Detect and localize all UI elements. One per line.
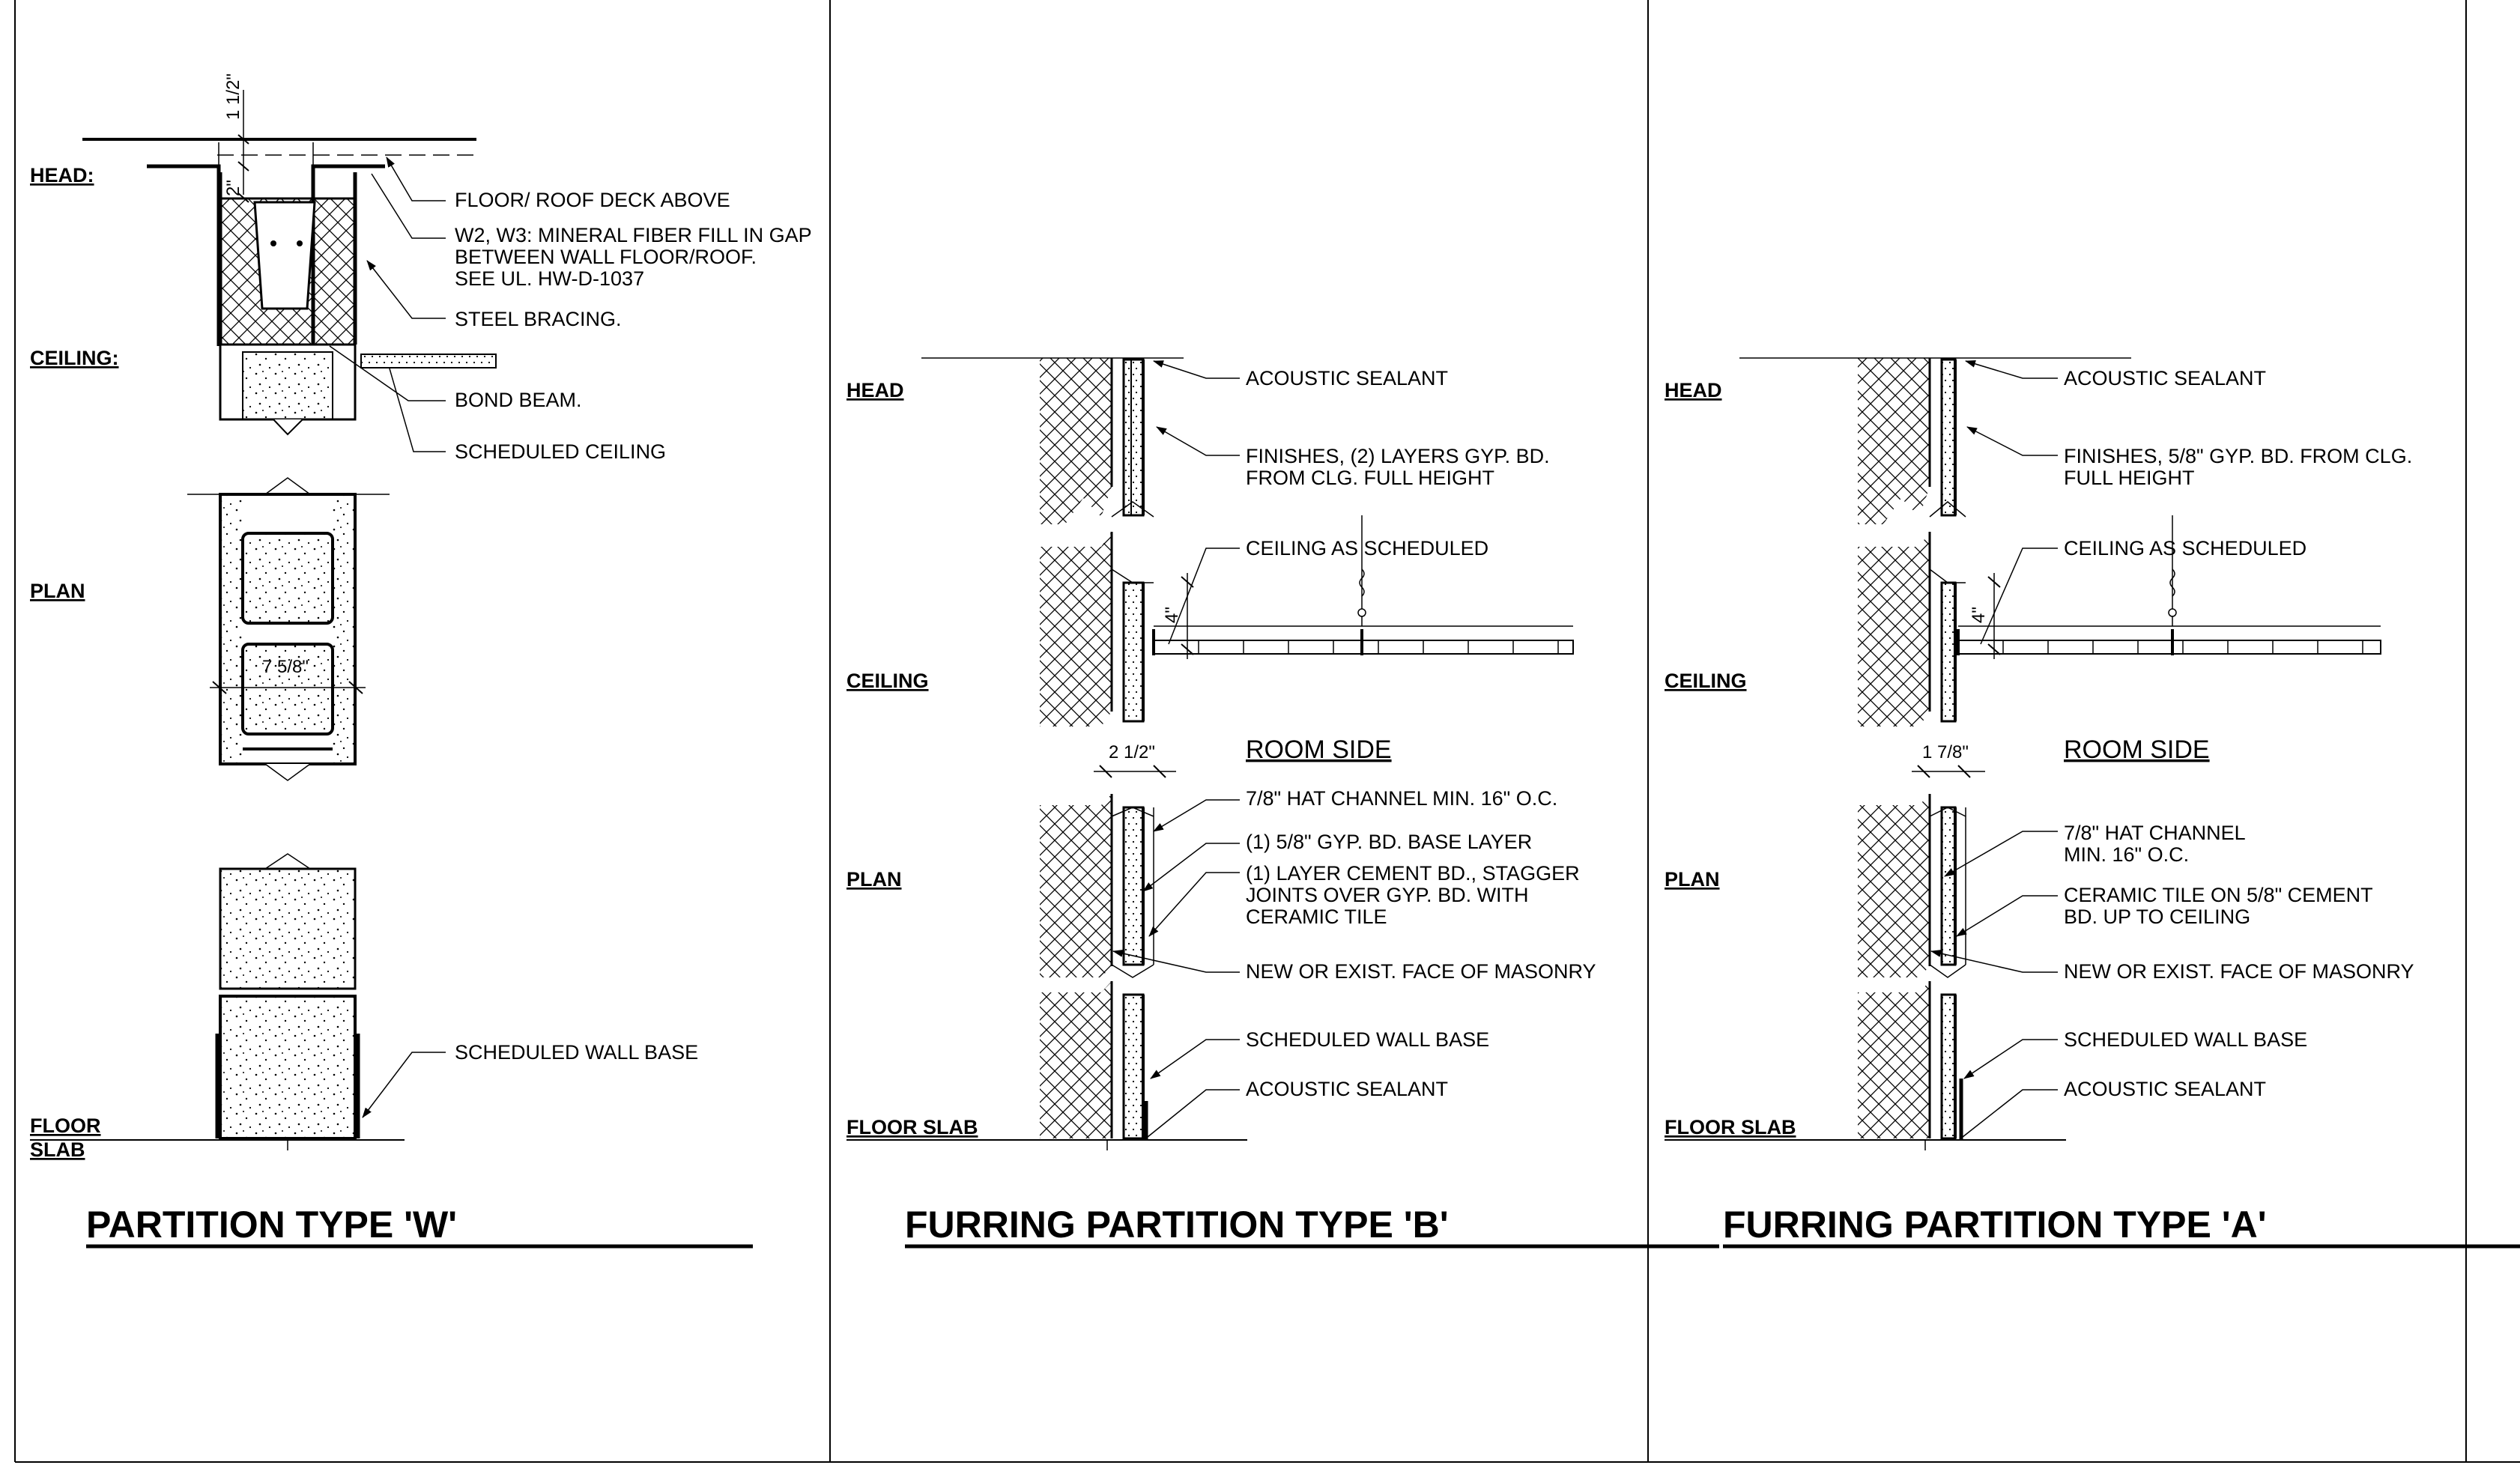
dim-width: 1 7/8" <box>1922 742 1969 762</box>
dim-1-1-2: 1 1/2" <box>223 73 243 120</box>
panel-title: FURRING PARTITION TYPE 'B' <box>905 1204 1449 1246</box>
note-fill-1: W2, W3: MINERAL FIBER FILL IN GAP <box>455 224 812 246</box>
level-head-label: HEAD <box>1665 379 1722 401</box>
note-wall-base: SCHEDULED WALL BASE <box>1246 1028 1489 1051</box>
level-floor-label: FLOOR SLAB <box>846 1116 978 1138</box>
note-cement-1: (1) LAYER CEMENT BD., STAGGER <box>1246 862 1580 885</box>
level-head-label: HEAD: <box>30 164 94 186</box>
level-plan-label: PLAN <box>1665 868 1720 891</box>
note-cement-2: JOINTS OVER GYP. BD. WITH <box>1246 884 1529 906</box>
room-side-label: ROOM SIDE <box>1246 735 1392 764</box>
sheet-frame <box>14 0 2520 1463</box>
note-deck: FLOOR/ ROOF DECK ABOVE <box>455 189 730 211</box>
level-ceiling-label: CEILING <box>846 670 929 692</box>
level-floor-label: FLOOR SLAB <box>1665 1116 1796 1138</box>
level-head-label: HEAD <box>846 379 904 401</box>
panel-furring-a: HEAD CEILING PLAN FLOOR SLAB 4" 1 7/8" R… <box>1665 357 2520 1249</box>
note-finishes-2: FULL HEIGHT <box>2064 467 2195 489</box>
level-ceiling-label: CEILING: <box>30 347 119 369</box>
level-floor-label: FLOOR <box>30 1114 101 1137</box>
level-ceiling-label: CEILING <box>1665 670 1747 692</box>
note-cement-3: CERAMIC TILE <box>1246 906 1387 928</box>
note-fill-2: BETWEEN WALL FLOOR/ROOF. <box>455 246 757 268</box>
note-bracing: STEEL BRACING. <box>455 308 622 330</box>
note-gyp-base: (1) 5/8" GYP. BD. BASE LAYER <box>1246 831 1532 853</box>
dim-ceiling-gap: 4" <box>1969 607 1989 623</box>
note-masonry: NEW OR EXIST. FACE OF MASONRY <box>2064 960 2414 983</box>
note-ceramic-2: BD. UP TO CEILING <box>2064 906 2250 928</box>
dim-2: 2" <box>223 180 243 196</box>
note-finishes-2: FROM CLG. FULL HEIGHT <box>1246 467 1494 489</box>
note-hat-channel: 7/8" HAT CHANNEL MIN. 16" O.C. <box>1246 787 1557 810</box>
level-plan-label: PLAN <box>30 580 85 602</box>
panel-title: PARTITION TYPE 'W' <box>86 1204 457 1246</box>
dim-width: 7 5/8" <box>262 657 309 677</box>
level-slab-label: SLAB <box>30 1138 85 1161</box>
note-acoustic-sealant: ACOUSTIC SEALANT <box>1246 367 1448 389</box>
note-ceiling: CEILING AS SCHEDULED <box>2064 537 2307 559</box>
note-hat-channel-1: 7/8" HAT CHANNEL <box>2064 822 2246 844</box>
dim-ceiling-gap: 4" <box>1162 607 1182 623</box>
note-ceiling: CEILING AS SCHEDULED <box>1246 537 1488 559</box>
note-acoustic-sealant-2: ACOUSTIC SEALANT <box>2064 1078 2266 1100</box>
room-side-label: ROOM SIDE <box>2064 735 2210 764</box>
panel-furring-b: HEAD CEILING PLAN FLOOR SLAB 4" 2 1/2" R… <box>846 357 1719 1249</box>
note-bond-beam: BOND BEAM. <box>455 389 582 411</box>
note-hat-channel-2: MIN. 16" O.C. <box>2064 843 2189 866</box>
note-fill-3: SEE UL. HW-D-1037 <box>455 267 644 290</box>
dim-width: 2 1/2" <box>1109 742 1155 762</box>
panel-title: FURRING PARTITION TYPE 'A' <box>1723 1204 2267 1246</box>
level-plan-label: PLAN <box>846 868 902 891</box>
note-ceramic-1: CERAMIC TILE ON 5/8" CEMENT <box>2064 884 2373 906</box>
note-acoustic-sealant: ACOUSTIC SEALANT <box>2064 367 2266 389</box>
note-masonry: NEW OR EXIST. FACE OF MASONRY <box>1246 960 1596 983</box>
note-finishes-1: FINISHES, 5/8" GYP. BD. FROM CLG. <box>2064 445 2412 467</box>
note-wall-base: SCHEDULED WALL BASE <box>455 1041 698 1064</box>
panel-partition-w: HEAD: CEILING: PLAN FLOOR SLAB 1 1/2" 2"… <box>30 73 812 1249</box>
note-ceiling: SCHEDULED CEILING <box>455 440 666 463</box>
note-acoustic-sealant-2: ACOUSTIC SEALANT <box>1246 1078 1448 1100</box>
note-wall-base: SCHEDULED WALL BASE <box>2064 1028 2307 1051</box>
note-finishes-1: FINISHES, (2) LAYERS GYP. BD. <box>1246 445 1550 467</box>
